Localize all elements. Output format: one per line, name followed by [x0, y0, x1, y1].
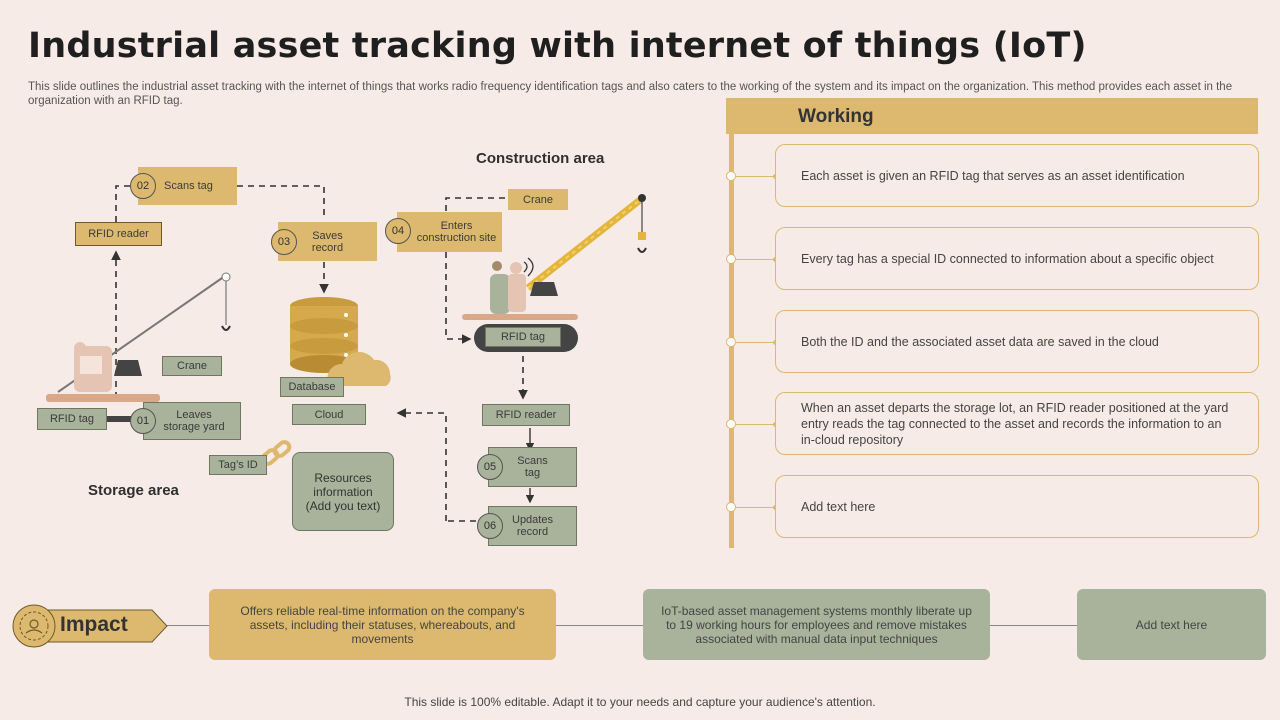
database-cloud-illustration	[290, 297, 391, 386]
working-item-1[interactable]: Each asset is given an RFID tag that ser…	[775, 144, 1259, 207]
cloud-label: Cloud	[292, 404, 366, 425]
impact-card-1[interactable]: Offers reliable real-time information on…	[209, 589, 556, 660]
working-connector	[736, 505, 778, 510]
step-03-badge: 03	[271, 229, 297, 255]
step-01-badge: 01	[130, 408, 156, 434]
database-label: Database	[280, 377, 344, 397]
construction-area-title: Construction area	[476, 150, 605, 167]
step-02-badge: 02	[130, 173, 156, 199]
storage-area-title: Storage area	[88, 482, 179, 499]
working-item-5[interactable]: Add text here	[775, 475, 1259, 538]
working-connector	[736, 257, 778, 262]
working-dot	[726, 419, 736, 429]
leaves-yard-label: Leaves storage yard	[143, 402, 241, 440]
crane-top-label: Crane	[508, 189, 568, 210]
impact-card-3[interactable]: Add text here	[1077, 589, 1266, 660]
footer-note: This slide is 100% editable. Adapt it to…	[404, 695, 876, 709]
rfid-tag-left-label: RFID tag	[37, 408, 107, 430]
working-dot	[726, 171, 736, 181]
tags-id-label: Tag’s ID	[209, 455, 267, 475]
impact-icon	[25, 619, 43, 634]
working-dot	[726, 502, 736, 512]
working-connector	[736, 174, 778, 179]
working-item-3[interactable]: Both the ID and the associated asset dat…	[775, 310, 1259, 373]
impact-label: Impact	[60, 613, 128, 636]
page-title: Industrial asset tracking with internet …	[28, 26, 1087, 66]
enters-site-label: Enters construction site	[397, 212, 502, 252]
step-04-badge: 04	[385, 218, 411, 244]
impact-banner	[12, 604, 168, 648]
storage-crane-illustration	[46, 272, 231, 402]
working-item-4[interactable]: When an asset departs the storage lot, a…	[775, 392, 1259, 455]
working-connector	[736, 340, 778, 345]
working-header-title: Working	[798, 106, 874, 127]
step-06-badge: 06	[477, 513, 503, 539]
working-connector	[736, 422, 778, 427]
rfid-reader-right-label: RFID reader	[482, 404, 570, 426]
rfid-tag-right-label: RFID tag	[485, 327, 561, 347]
impact-card-2[interactable]: IoT-based asset management systems month…	[643, 589, 990, 660]
page-subtitle: This slide outlines the industrial asset…	[28, 81, 1233, 107]
working-dot	[726, 254, 736, 264]
working-dot	[726, 337, 736, 347]
rfid-tag-connector	[107, 416, 135, 422]
working-item-2[interactable]: Every tag has a special ID connected to …	[775, 227, 1259, 290]
crane-left-label: Crane	[162, 356, 222, 376]
rfid-reader-left-label: RFID reader	[75, 222, 162, 246]
resources-info-box[interactable]: Resources information (Add you text)	[292, 452, 394, 531]
working-header: Working	[726, 98, 1258, 134]
step-05-badge: 05	[477, 454, 503, 480]
